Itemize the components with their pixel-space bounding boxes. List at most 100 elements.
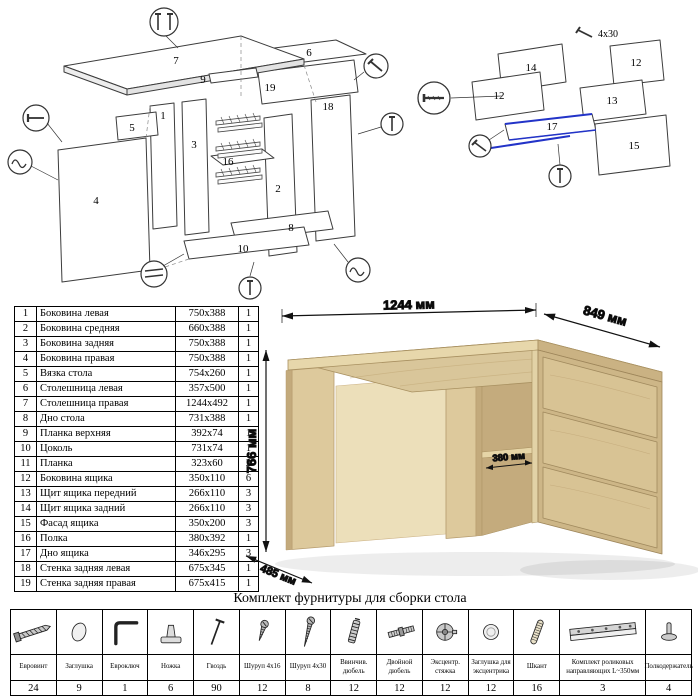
part-number-label: 16 <box>223 156 235 168</box>
dowel-wood-icon <box>514 610 559 654</box>
part-name: Планка <box>36 456 176 472</box>
drawer-side-panel-right <box>609 39 665 87</box>
part-number: 12 <box>14 471 37 487</box>
part-qty: 3 <box>238 516 259 532</box>
dim-shelf: 380 мм <box>485 450 533 470</box>
part-number: 2 <box>14 321 37 337</box>
left-side-panel <box>291 366 335 550</box>
part-number-label: 12 <box>494 90 505 102</box>
drawer-side-panel-left <box>471 71 545 121</box>
hardware-item-name: Гвоздь <box>194 654 239 680</box>
part-number: 6 <box>14 381 37 397</box>
part-number: 1 <box>14 306 37 322</box>
callout-screw-right-top <box>353 53 389 81</box>
part-name: Столешница левая <box>36 381 176 397</box>
hardware-item-name: Полкодержатель <box>644 654 693 680</box>
dim-shelf-label: 380 мм <box>492 451 525 465</box>
hardware-item-qty: 1 <box>102 680 148 695</box>
drawer-front-board <box>579 79 647 123</box>
cap-icon <box>57 610 102 654</box>
part-number: 10 <box>14 441 37 457</box>
part-name: Полка <box>36 531 176 547</box>
screw-size-note: 4х30 <box>598 29 618 40</box>
hardware-item-qty: 3 <box>560 680 646 695</box>
hexkey-icon <box>103 610 148 654</box>
callout-screws-top <box>149 7 179 49</box>
drawer-slide-icon <box>560 610 645 654</box>
hardware-item-qty: 24 <box>11 680 56 695</box>
callout-screw-bottom <box>238 261 262 300</box>
part-number: 11 <box>14 456 37 472</box>
dim-depth-label: 849 мм <box>582 302 629 328</box>
exploded-diagram-desk: 7 6 19 9 18 1 5 3 2 16 4 8 10 <box>7 7 404 300</box>
dim-height: 766 мм <box>244 350 270 552</box>
part-name: Дно ящика <box>36 546 176 562</box>
hardware-item-name: Эксцентр. стяжка <box>422 654 468 680</box>
part-name: Щит ящика задний <box>36 501 176 517</box>
part-number: 9 <box>14 426 37 442</box>
part-name: Цоколь <box>36 441 176 457</box>
hardware-item-name: Шуруп 4х30 <box>285 654 331 680</box>
part-number: 4 <box>14 351 37 367</box>
dowel-double-icon <box>377 610 422 654</box>
part-number-labels-drawer: 14 12 13 12 17 15 4х30 <box>494 29 642 152</box>
part-number: 19 <box>14 576 37 592</box>
drawer-unit-front-strip <box>531 349 539 524</box>
callout-screw-bottom-drawer <box>548 143 572 188</box>
screw-short-icon <box>240 610 285 654</box>
part-number-label: 9 <box>200 74 206 86</box>
callout-screw-right <box>357 112 404 136</box>
part-number: 3 <box>14 336 37 352</box>
hardware-item-qty: 9 <box>56 680 102 695</box>
highlight-edges <box>477 113 597 151</box>
callout-edging-bottom <box>333 243 371 283</box>
part-number-label: 17 <box>547 121 559 133</box>
panel-side-large <box>57 137 151 283</box>
desk-render <box>285 339 663 555</box>
drawer-grain <box>549 374 651 510</box>
part-number: 17 <box>14 546 37 562</box>
part-number: 16 <box>14 531 37 547</box>
hardware-item-name: Комплект роликовых направляющих L~350мм <box>560 654 646 680</box>
cam-lock-icon <box>423 610 468 654</box>
screw-glyph <box>575 26 593 38</box>
part-number: 8 <box>14 411 37 427</box>
hardware-item-qty: 6 <box>148 680 194 695</box>
part-number-labels: 7 6 19 9 18 1 5 3 2 16 4 8 10 <box>93 47 334 255</box>
dim-width: 1244 мм <box>281 300 537 323</box>
part-number-label: 19 <box>265 82 277 94</box>
part-number: 13 <box>14 486 37 502</box>
floor-shadow <box>520 560 698 580</box>
hardware-item-name: Заглушка для эксцентрика <box>468 654 514 680</box>
hardware-item-name: Ввинчив. дюбель <box>331 654 377 680</box>
cam-cap-icon <box>469 610 514 654</box>
part-number: 18 <box>14 561 37 577</box>
part-name: Боковина средняя <box>36 321 176 337</box>
nail-icon <box>194 610 239 654</box>
hardware-item-qty: 12 <box>377 680 422 695</box>
part-qty: 1 <box>238 306 259 322</box>
drawer-fascia <box>594 114 671 176</box>
part-number-label: 8 <box>288 222 294 234</box>
part-name: Боковина правая <box>36 351 176 367</box>
hardware-item-name: Евровинт <box>11 654 56 680</box>
hardware-item-qty: 12 <box>331 680 377 695</box>
